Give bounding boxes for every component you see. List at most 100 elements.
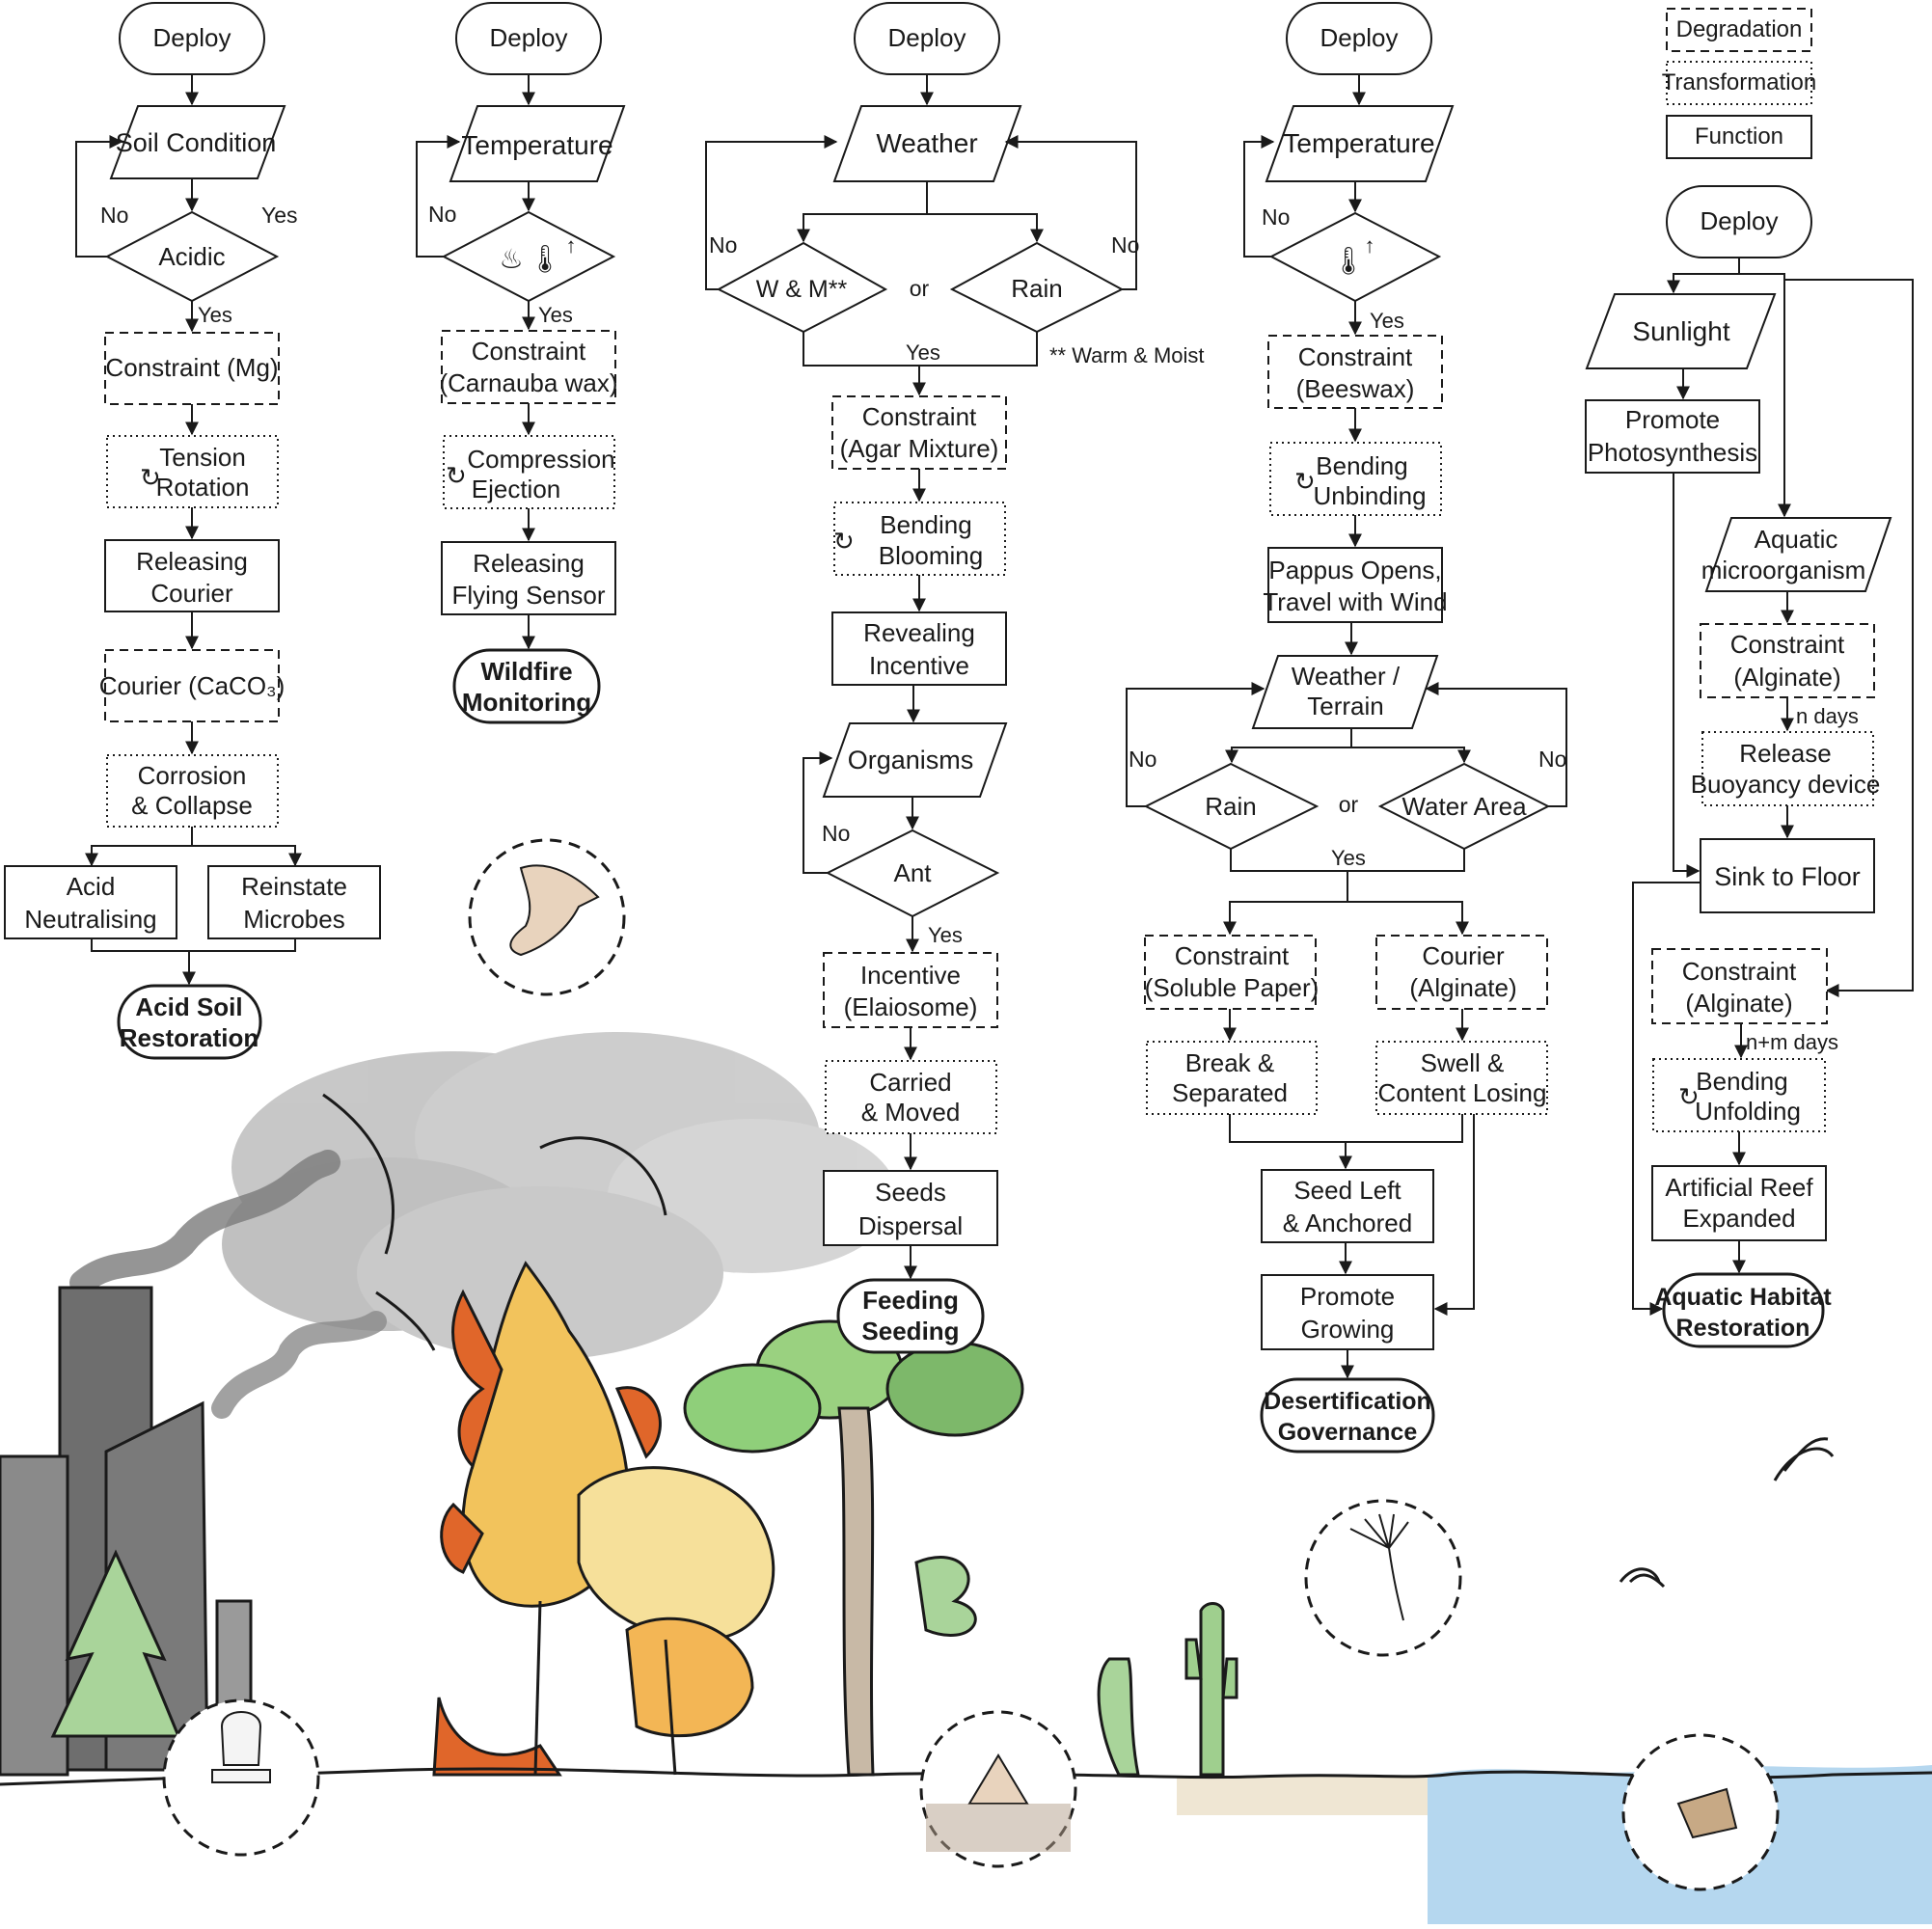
- desertification-label: Desertification: [1264, 1388, 1431, 1415]
- bending-label: Bending: [880, 510, 971, 539]
- rotation-icon: ↻: [833, 527, 855, 556]
- input-parallelogram: [832, 105, 1022, 182]
- no-label: No: [709, 232, 737, 258]
- function-box-3: [1651, 1165, 1827, 1241]
- function-box: [831, 611, 1007, 686]
- acid-label: Acid: [67, 872, 116, 901]
- yes-label: Yes: [198, 303, 232, 327]
- arrow-up-icon: ↑: [566, 233, 577, 258]
- courier-box: [1375, 935, 1548, 1010]
- temperature-label: Temperature: [1283, 128, 1434, 158]
- legend: Degradation Transformation Function: [1662, 8, 1816, 159]
- function-box: [104, 539, 280, 612]
- input-parallelogram: [1265, 105, 1455, 182]
- courier-label: Courier: [150, 579, 233, 608]
- result-terminal: [117, 984, 262, 1060]
- aquatic-habitat-label: Aquatic Habitat: [1654, 1284, 1832, 1311]
- separated-label: Separated: [1172, 1078, 1288, 1107]
- pappus-seed-sketch: [1349, 1513, 1409, 1621]
- deploy-label: Deploy: [888, 23, 966, 52]
- governance-label: Governance: [1278, 1419, 1418, 1446]
- flow-feeding-seeding-text: Deploy Weather W & M** or Rain No No Yes…: [709, 23, 1205, 1345]
- soil-condition-label: Soil Condition: [116, 128, 277, 157]
- smoke-cloud: [222, 1032, 897, 1360]
- flow-feeding-seeding: [705, 2, 1137, 1354]
- bending-label: Bending: [1316, 451, 1407, 480]
- cactus: [1184, 1602, 1238, 1777]
- sand-area: [1177, 1777, 1428, 1815]
- input-parallelogram-2: [822, 722, 1008, 798]
- corrosion-label: Corrosion: [138, 761, 247, 790]
- constraint-box: [104, 332, 280, 405]
- transformation-box: [106, 435, 279, 508]
- rotation-icon: ↻: [446, 461, 467, 490]
- flow-aquatic-habitat: [1585, 185, 1914, 1348]
- function-box: [1585, 399, 1760, 474]
- deploy-label: Deploy: [153, 23, 231, 52]
- buoyancy-device-label: Buoyancy device: [1691, 770, 1881, 799]
- restoration-label: Restoration: [1676, 1315, 1810, 1342]
- tension-label: Tension: [159, 443, 246, 472]
- wm-label: W & M**: [756, 276, 848, 303]
- organisms-label: Organisms: [848, 746, 974, 774]
- flow-desertification: [1126, 2, 1567, 1454]
- artificial-reef-label: Artificial Reef: [1665, 1173, 1813, 1202]
- thermometer-icon: 🌡: [528, 244, 562, 274]
- promote-label: Promote: [1625, 405, 1720, 434]
- wind-curve: [322, 1093, 395, 1255]
- input-parallelogram: [1585, 293, 1777, 369]
- flow-aquatic-habitat-text: Deploy Sunlight Promote Photosynthesis A…: [1588, 206, 1880, 1342]
- constraint-label: Constraint: [862, 402, 977, 431]
- incentive-label: Incentive: [860, 961, 961, 990]
- result-terminal: [452, 648, 601, 724]
- swell-label: Swell &: [1421, 1048, 1505, 1077]
- function-box: [441, 541, 616, 615]
- restoration-label: Restoration: [120, 1023, 259, 1052]
- weather-label: Weather /: [1292, 662, 1401, 691]
- seeds-label: Seeds: [875, 1178, 946, 1207]
- rain-label: Rain: [1011, 274, 1062, 303]
- monitoring-label: Monitoring: [462, 688, 591, 717]
- expanded-label: Expanded: [1682, 1204, 1795, 1233]
- bird-sketch: [1619, 1567, 1666, 1589]
- anchored-label: & Anchored: [1283, 1209, 1412, 1237]
- promote-label: Promote: [1300, 1282, 1395, 1311]
- release-label: Release: [1739, 739, 1831, 768]
- result-terminal: [1260, 1377, 1435, 1454]
- constraint-box: [831, 395, 1007, 470]
- n-days-label: n days: [1796, 704, 1859, 728]
- result-terminal: [836, 1278, 985, 1354]
- soluble-paper-label: (Soluble Paper): [1145, 973, 1320, 1002]
- legend-degradation-label: Degradation: [1676, 16, 1803, 42]
- rotation-icon: ↻: [140, 463, 161, 492]
- alginate-label: (Alginate): [1685, 989, 1792, 1018]
- dispersal-label: Dispersal: [858, 1211, 963, 1240]
- legend-degradation-box: [1666, 8, 1812, 52]
- input-parallelogram-2: [1251, 655, 1439, 729]
- no-label: No: [428, 202, 456, 227]
- warm-moist-footnote: ** Warm & Moist: [1049, 343, 1205, 367]
- rotation-icon: ↻: [1294, 467, 1316, 496]
- yes-label: Yes: [261, 203, 298, 228]
- break-label: Break &: [1185, 1048, 1275, 1077]
- input-parallelogram-2: [1704, 517, 1892, 592]
- function-box: [1267, 547, 1443, 623]
- pappus-opens-label: Pappus Opens,: [1268, 556, 1441, 584]
- constraint-label: Constraint (Mg): [105, 353, 278, 382]
- releasing-label: Releasing: [473, 549, 585, 578]
- transformation-box-2: [1652, 1058, 1826, 1132]
- flow-acid-soil-text: Deploy Soil Condition Acidic No Yes Yes …: [24, 23, 347, 1052]
- constraint-label: Constraint: [1730, 630, 1845, 659]
- terrain-label: Terrain: [1307, 692, 1383, 720]
- input-parallelogram: [449, 105, 626, 182]
- incentive-label: Incentive: [869, 651, 969, 680]
- transformation-box: [443, 435, 615, 509]
- microorganism-label: microorganism: [1701, 556, 1866, 584]
- flow-wildfire: [416, 2, 626, 724]
- alginate-label: (Alginate): [1733, 663, 1840, 692]
- flow-acid-soil: [4, 2, 381, 1060]
- rotation-label: Rotation: [156, 473, 250, 502]
- landscape-illustration: [0, 838, 1932, 1924]
